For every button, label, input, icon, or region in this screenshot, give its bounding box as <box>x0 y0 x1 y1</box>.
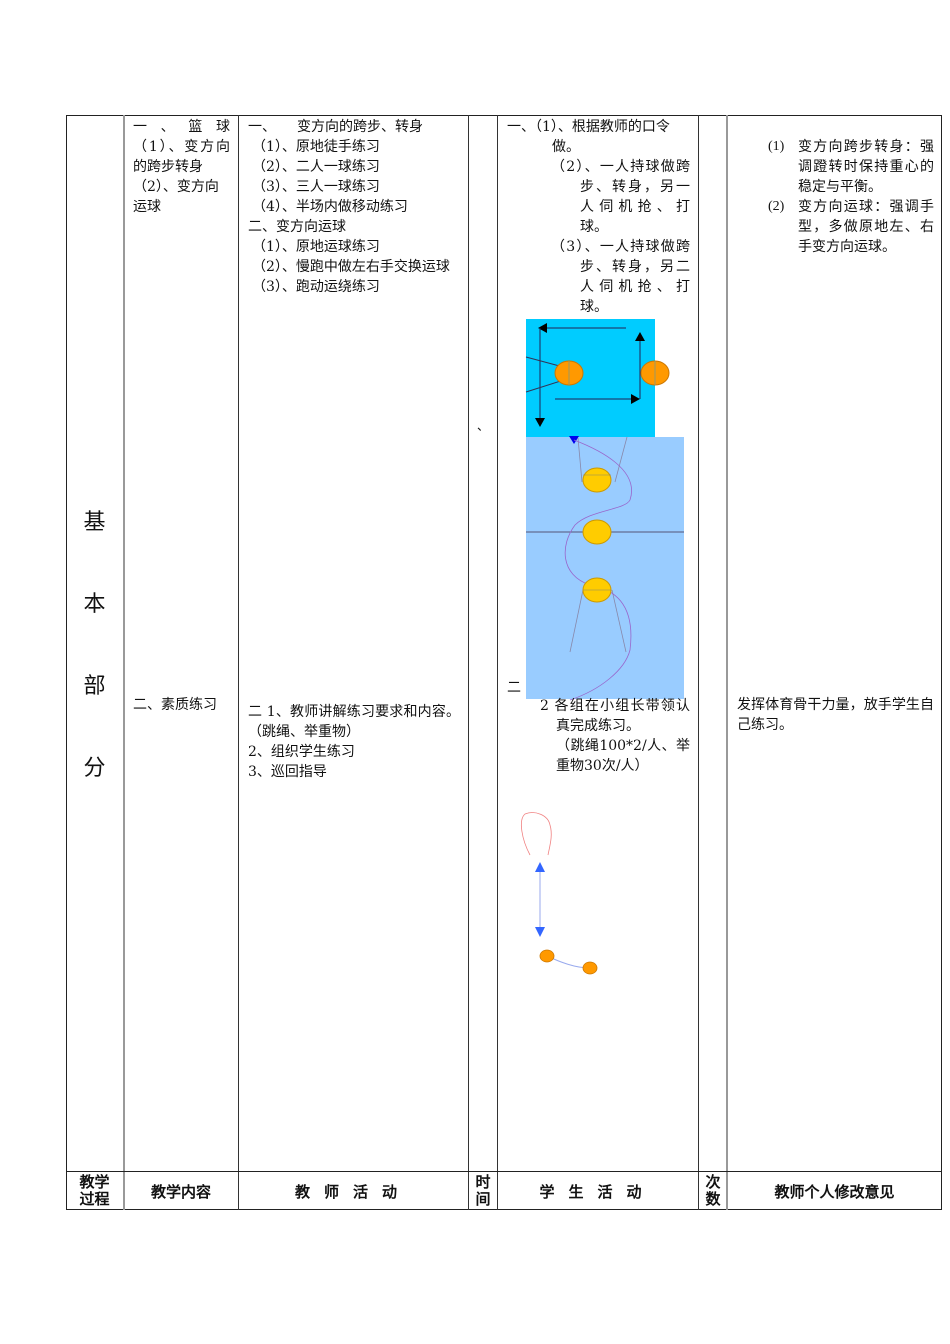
section-label-char: 分 <box>83 756 106 781</box>
content-fitness: 二、素质练习 <box>133 697 217 713</box>
content-heading: 一、篮球 <box>133 119 230 135</box>
weight-marker <box>582 961 598 975</box>
student-step: 一、（1）、根据教师的口令做。 <box>507 119 670 155</box>
teacher-step: （4）、半场内做移动练习 <box>252 199 408 215</box>
student-activity-basketball: 一、（1）、根据教师的口令做。 （2）、一人持球做跨步、转身，另一人伺机抢、打球… <box>507 117 690 317</box>
header-content: 教学内容 <box>150 1182 211 1201</box>
header-time: 时间 <box>469 1172 497 1210</box>
note-number: (1) <box>768 139 785 154</box>
column-divider <box>726 115 728 1210</box>
student-step: 2 各组在小组长带领认真完成练习。 <box>540 698 690 734</box>
teacher-step: 3、巡回指导 <box>248 764 327 780</box>
header-teacher: 教师活动 <box>294 1182 411 1201</box>
section-label-char: 部 <box>83 674 106 699</box>
student-step: （3）、一人持球做跨步、转身，另二人伺机抢、打球。 <box>551 239 690 315</box>
teacher-step: （3）、三人一球练习 <box>252 179 380 195</box>
teacher-step: （2）、二人一球练习 <box>252 159 380 175</box>
note-text: 变方向运球：强调手型，多做原地左、右手变方向运球。 <box>798 199 934 255</box>
header-count-label: 次数 <box>705 1173 721 1208</box>
header-process-label: 教学过程 <box>79 1173 110 1208</box>
teacher-activity-basketball: 一、 变方向的跨步、转身 （1）、原地徒手练习 （2）、二人一球练习 （3）、三… <box>248 117 460 297</box>
content-item: （2）、变方向运球 <box>133 179 219 215</box>
teacher-step: （2）、慢跑中做左右手交换运球 <box>252 259 450 275</box>
content-basketball: 一、篮球 （1）、变方向的跨步转身 （2）、变方向运球 <box>133 117 230 217</box>
column-divider <box>698 115 699 1210</box>
note-number: (2) <box>768 199 785 214</box>
column-divider <box>238 115 239 1210</box>
notes-fitness: 发挥体育骨干力量，放手学生自己练习。 <box>737 697 934 733</box>
student-step-prefix: 二 <box>507 680 521 696</box>
column-divider <box>497 115 498 1210</box>
header-student: 学生活动 <box>539 1182 656 1201</box>
player-marker <box>582 519 612 545</box>
section-label-char: 基 <box>83 510 106 535</box>
student-step: （跳绳100*2/人、举重物30次/人） <box>556 738 690 774</box>
note-item: (2) 变方向运球：强调手型，多做原地左、右手变方向运球。 <box>768 197 934 257</box>
column-divider <box>123 115 125 1210</box>
half-court-area <box>526 319 655 437</box>
notes-basketball: (1) 变方向跨步转身：强调蹬转时保持重心的稳定与平衡。 (2) 变方向运球：强… <box>768 137 934 257</box>
content-item: （1）、变方向的跨步转身 <box>133 139 230 175</box>
teacher-step: （1）、原地徒手练习 <box>252 139 380 155</box>
note-item: (1) 变方向跨步转身：强调蹬转时保持重心的稳定与平衡。 <box>768 137 934 197</box>
arrow-up-icon <box>535 862 545 872</box>
player-marker <box>582 467 612 493</box>
section-label-char: 本 <box>83 592 106 617</box>
student-activity-fitness: 2 各组在小组长带领认真完成练习。 （跳绳100*2/人、举重物30次/人） <box>540 696 690 776</box>
weight-marker <box>539 949 555 963</box>
teacher-step: 一、 变方向的跨步、转身 <box>248 119 423 135</box>
header-divider <box>66 1171 942 1172</box>
header-notes: 教师个人修改意见 <box>774 1182 895 1201</box>
note-text: 变方向跨步转身：强调蹬转时保持重心的稳定与平衡。 <box>798 139 934 195</box>
teacher-step: 2、组织学生练习 <box>248 744 355 760</box>
teacher-step: （1）、原地运球练习 <box>252 239 380 255</box>
teacher-activity-fitness: 二 1、教师讲解练习要求和内容。（跳绳、举重物） 2、组织学生练习 3、巡回指导 <box>248 702 460 782</box>
lesson-plan-table <box>66 115 942 1210</box>
header-time-label: 时间 <box>475 1173 491 1208</box>
time-mark: 、 <box>477 419 490 433</box>
rope-loop <box>520 812 552 856</box>
header-count: 次数 <box>699 1172 727 1210</box>
teacher-step: （3）、跑动运绕练习 <box>252 279 380 295</box>
arrow-down-icon <box>535 927 545 937</box>
column-divider <box>468 115 469 1210</box>
teacher-step: 二 1、教师讲解练习要求和内容。（跳绳、举重物） <box>248 704 460 740</box>
header-process: 教学过程 <box>66 1172 123 1210</box>
student-step: （2）、一人持球做跨步、转身，另一人伺机抢、打球。 <box>551 159 690 235</box>
teacher-step: 二、变方向运球 <box>248 219 346 235</box>
